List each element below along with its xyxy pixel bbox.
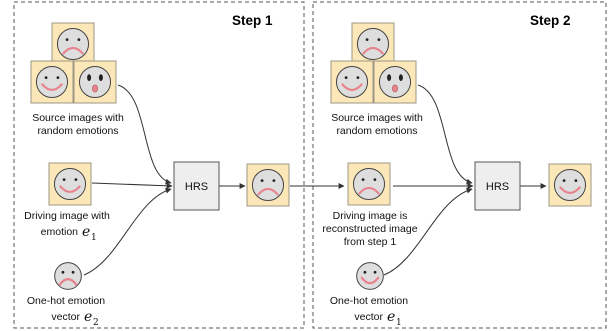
step1-title: Step 1 xyxy=(232,13,273,28)
onehot-label-line2: vector xyxy=(51,311,80,323)
hrs-label: HRS xyxy=(185,181,208,193)
source-to-hrs-line-2 xyxy=(417,84,473,185)
step2-panel xyxy=(312,1,607,329)
onehot-to-hrs-line-2 xyxy=(383,187,473,276)
driving-face xyxy=(347,162,391,206)
onehot-face xyxy=(54,262,82,290)
source-face-happy xyxy=(330,60,374,104)
source-face-surprised xyxy=(73,60,117,104)
driving-emotion-var: e xyxy=(82,224,90,240)
hrs-block-step1: HRS xyxy=(173,161,220,211)
onehot-emotion-var: e xyxy=(84,309,92,325)
source-face-sad xyxy=(351,22,395,66)
onehot-label-line2: vector xyxy=(354,311,383,323)
source-face-sad xyxy=(51,22,95,66)
hrs-label: HRS xyxy=(486,181,509,193)
driving-emotion-sub: 1 xyxy=(91,233,97,243)
driving-label-line2: reconstructed image xyxy=(322,223,417,235)
driving-label-line1: Driving image with xyxy=(24,210,110,222)
source-label-line1: Source images with xyxy=(331,112,423,124)
source-face-happy xyxy=(30,60,74,104)
onehot-face xyxy=(356,262,384,290)
face-images xyxy=(30,22,592,290)
driving-to-hrs-line-1 xyxy=(91,182,173,189)
onehot-label-line1: One-hot emotion xyxy=(27,295,105,307)
onehot-to-hrs-line-1 xyxy=(83,187,172,276)
driving-label-line1: Driving image is xyxy=(333,210,408,222)
driving-face xyxy=(48,162,92,206)
step2-title: Step 2 xyxy=(530,13,571,28)
hrs-block-step2: HRS xyxy=(474,161,521,211)
onehot-label-line1: One-hot emotion xyxy=(330,295,408,307)
driving-label-line3: from step 1 xyxy=(344,236,397,248)
source-face-surprised xyxy=(373,60,417,104)
output-face xyxy=(548,163,592,207)
driving-label-line2: emotion xyxy=(41,226,79,238)
output-face xyxy=(246,163,290,207)
onehot-emotion-var: e xyxy=(387,309,395,325)
source-label-line2: random emotions xyxy=(37,125,118,137)
source-to-hrs-line-1 xyxy=(117,84,172,185)
onehot-emotion-sub: 1 xyxy=(396,318,402,328)
source-label-line2: random emotions xyxy=(336,125,417,137)
source-label-line1: Source images with xyxy=(32,112,124,124)
onehot-emotion-sub: 2 xyxy=(93,318,99,328)
